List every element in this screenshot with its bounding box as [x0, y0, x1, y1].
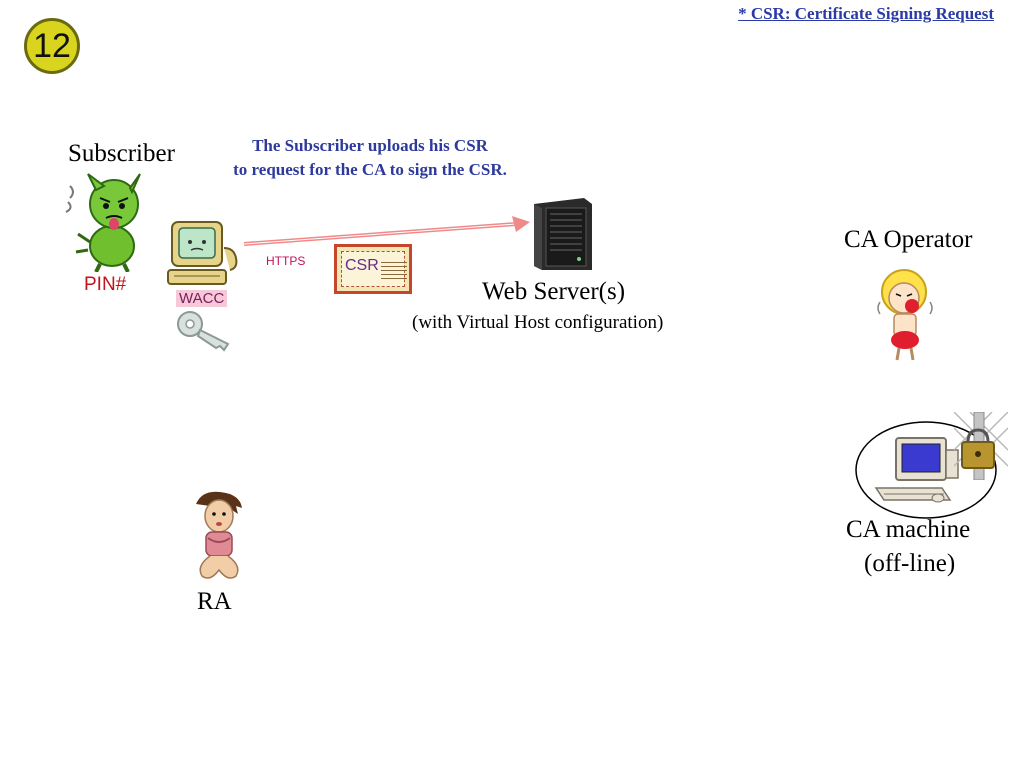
slide-number: 12	[33, 26, 71, 65]
https-upload-arrow	[243, 216, 530, 246]
csr-document-icon: CSR	[334, 244, 412, 294]
web-server-label: Web Server(s)	[482, 278, 626, 305]
padlock-fence-icon	[954, 412, 1008, 480]
key-icon	[177, 311, 230, 352]
caption-line-1: The Subscriber uploads his CSR	[252, 136, 488, 155]
subscriber-figure-icon	[65, 173, 141, 272]
subscriber-computer-icon	[167, 221, 238, 285]
csr-document-label: CSR	[345, 257, 379, 274]
web-server-icon	[534, 198, 592, 270]
https-label: HTTPS	[266, 254, 306, 268]
diagram-caption: The Subscriber uploads his CSR to reques…	[200, 134, 540, 182]
ra-label: RA	[197, 588, 232, 615]
subscriber-label: Subscriber	[68, 140, 175, 167]
ca-machine-label: CA machine	[846, 516, 971, 543]
web-server-sublabel: (with Virtual Host configuration)	[412, 312, 664, 333]
ca-operator-label: CA Operator	[844, 226, 973, 253]
ca-machine-sublabel: (off-line)	[864, 550, 956, 577]
csr-footnote-link[interactable]: * CSR: Certificate Signing Request	[738, 4, 994, 23]
slide-number-badge: 12	[24, 18, 80, 74]
ca-operator-figure-icon	[877, 269, 933, 361]
ra-figure-icon	[196, 491, 242, 579]
ca-machine-icon	[855, 421, 997, 519]
pin-label: PIN#	[84, 274, 127, 295]
wacc-label: WACC	[176, 290, 228, 307]
caption-line-2: to request for the CA to sign the CSR.	[233, 160, 507, 179]
